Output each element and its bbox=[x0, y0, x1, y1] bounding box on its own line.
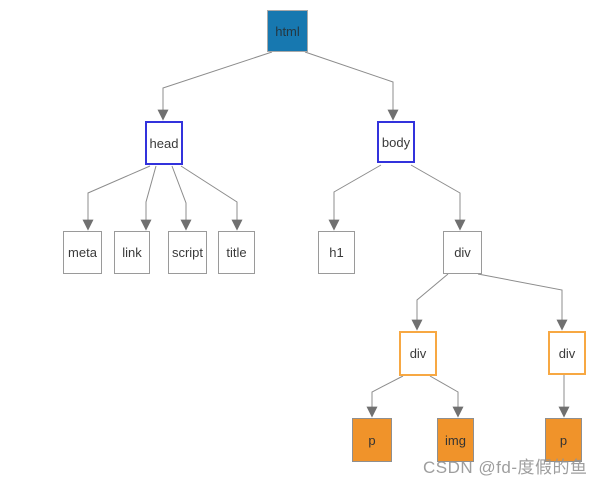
node-body: body bbox=[377, 121, 415, 163]
node-h1: h1 bbox=[318, 231, 355, 274]
node-title: title bbox=[218, 231, 255, 274]
node-link-label: link bbox=[122, 245, 142, 260]
node-div-label: div bbox=[454, 245, 471, 260]
node-div-left-label: div bbox=[409, 346, 427, 361]
node-body-label: body bbox=[381, 134, 411, 150]
node-div-left: div bbox=[399, 331, 437, 376]
node-p-left-label: p bbox=[368, 432, 376, 448]
edge-head-script bbox=[171, 165, 192, 231]
edge-body-div bbox=[410, 164, 466, 231]
node-h1-label: h1 bbox=[329, 245, 344, 260]
node-div-right-label: div bbox=[558, 345, 576, 361]
edge-html-head bbox=[157, 51, 273, 121]
node-p-left: p bbox=[352, 418, 392, 462]
edge-head-link bbox=[140, 165, 157, 231]
node-script: script bbox=[168, 231, 207, 274]
node-head: head bbox=[145, 121, 183, 165]
node-meta: meta bbox=[63, 231, 102, 274]
edge-head-meta bbox=[82, 165, 151, 231]
edge-head-title bbox=[180, 165, 243, 231]
node-img-label: img bbox=[445, 432, 466, 448]
edge-divleft-p bbox=[366, 375, 404, 418]
edge-div-divleft bbox=[411, 273, 449, 331]
node-head-label: head bbox=[149, 135, 179, 151]
node-html-label: html bbox=[275, 23, 300, 39]
node-p-right: p bbox=[545, 418, 582, 462]
node-div-right: div bbox=[548, 331, 586, 375]
node-meta-label: meta bbox=[68, 245, 97, 260]
node-p-right-label: p bbox=[559, 432, 568, 448]
node-html: html bbox=[267, 10, 308, 52]
node-img: img bbox=[437, 418, 474, 462]
node-script-label: script bbox=[171, 245, 204, 260]
edge-divleft-img bbox=[429, 375, 464, 418]
node-div: div bbox=[443, 231, 482, 274]
edge-html-body bbox=[304, 51, 399, 121]
edge-div-divright bbox=[477, 273, 568, 331]
node-link: link bbox=[114, 231, 150, 274]
node-title-label: title bbox=[226, 245, 247, 260]
edge-body-h1 bbox=[328, 164, 382, 231]
csdn-watermark: CSDN @fd-度假的鱼 bbox=[423, 458, 588, 477]
